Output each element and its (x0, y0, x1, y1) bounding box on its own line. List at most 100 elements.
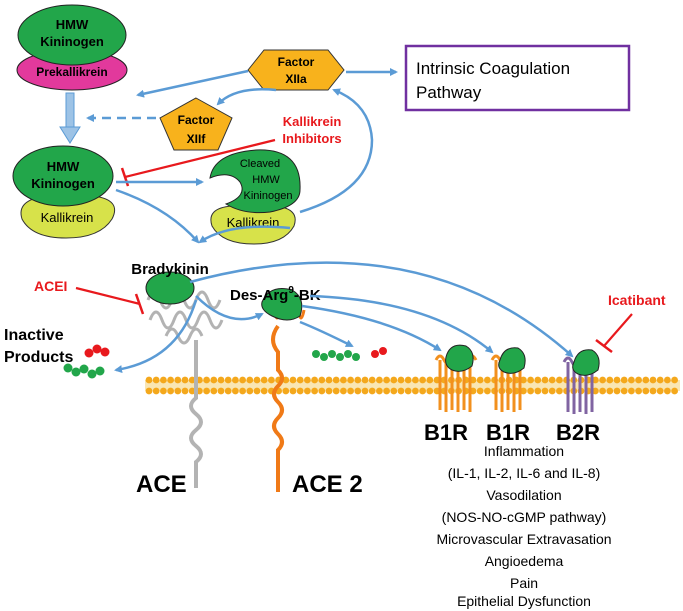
lipid-head (628, 387, 635, 395)
factor-xiia-line1: Factor (278, 55, 315, 69)
lipid-head (304, 387, 311, 395)
cell-membrane (145, 376, 680, 395)
lipid-head (347, 376, 354, 384)
lipid-head (347, 387, 354, 395)
intrinsic-pathway-line2: Pathway (416, 83, 482, 102)
lipid-head (656, 387, 664, 395)
lipid-head (246, 387, 254, 395)
lipid-head (383, 387, 390, 395)
lipid-head (419, 376, 426, 384)
lipid-head (332, 387, 340, 395)
lipid-head (390, 387, 398, 395)
lipid-head (649, 376, 657, 384)
lipid-head (397, 387, 405, 395)
lipid-head (145, 376, 153, 384)
lipid-head (476, 376, 484, 384)
bradykinin-label: Bradykinin (131, 261, 209, 278)
effect-item: (NOS-NO-cGMP pathway) (442, 509, 607, 525)
lipid-head (340, 387, 347, 395)
inactive-products-line1: Inactive (4, 327, 64, 344)
arrow-ace2-to-fragments (299, 320, 354, 348)
lipid-head (311, 376, 318, 384)
factor-xiif-pentagon (159, 97, 233, 151)
acei-inhibitor: ACEI (34, 278, 145, 315)
effects-list: Inflammation (IL-1, IL-2, IL-6 and IL-8)… (436, 443, 611, 609)
b1r-receptor-first (434, 344, 478, 412)
membrane-core (145, 380, 680, 391)
lipid-head (613, 387, 621, 395)
lipid-head (188, 387, 196, 395)
lipid-head (289, 387, 297, 395)
lipid-head (426, 387, 434, 395)
hmw-kininogen-mid-line2: Kininogen (31, 176, 95, 191)
b1r-receptor-second (490, 347, 526, 412)
cleaved-kininogen-shape (209, 149, 301, 214)
b2r-label: B2R (556, 420, 600, 445)
lipid-head (548, 376, 556, 384)
inactive-green-dot (71, 367, 81, 377)
arrow-kallikrein-feedback-to-xiia (299, 88, 374, 214)
effect-item: (IL-1, IL-2, IL-6 and IL-8) (448, 465, 601, 481)
inactive-green-dot (87, 369, 97, 379)
lipid-head (599, 376, 606, 384)
ace-label: ACE (136, 471, 187, 498)
intrinsic-pathway-line1: Intrinsic Coagulation (416, 59, 570, 78)
lipid-head (376, 387, 383, 395)
factor-xiif-line2: XIIf (187, 132, 207, 146)
ace-extracellular-loops-2 (148, 310, 224, 330)
b2r-ligand (572, 349, 600, 376)
arrow-bradykinin-to-b2r (189, 261, 574, 358)
lipid-head (188, 376, 196, 384)
lipid-head (541, 387, 549, 395)
lipid-head (484, 387, 491, 395)
lipid-head (174, 376, 182, 384)
lipid-head (145, 387, 153, 395)
kallikrein-inhibitor-line (124, 138, 276, 179)
b1r-first-ligand (445, 344, 474, 372)
kallikrein-left-label: Kallikrein (41, 210, 94, 225)
b2r-helices (566, 362, 594, 414)
lipid-head (520, 387, 527, 395)
lipid-head (635, 376, 642, 384)
lipid-head (217, 387, 225, 395)
intrinsic-pathway-border (404, 44, 631, 112)
inactive-green-dot (63, 363, 73, 373)
lipid-head (167, 376, 175, 384)
lipid-head (606, 387, 614, 395)
factor-xiia-line2: XIIa (285, 72, 307, 86)
lipid-head (361, 387, 369, 395)
lipid-head (520, 376, 527, 384)
fragment-red-dot (371, 350, 379, 358)
lipid-head (260, 376, 268, 384)
acei-label: ACEI (34, 278, 67, 294)
activation-arrows (86, 68, 398, 244)
lipid-head (318, 387, 326, 395)
fragment-green-dot (352, 353, 360, 361)
kallikrein-inhibitors-line2: Inhibitors (282, 131, 341, 146)
lipid-head (419, 387, 426, 395)
hmw-kininogen-top-line1: HMW (56, 17, 89, 32)
acei-inhibitor-bar (134, 293, 145, 315)
fragment-green-dot (320, 353, 328, 361)
conversion-arrow-shaft (65, 92, 75, 128)
lipid-head (167, 387, 175, 395)
lipid-head (354, 387, 362, 395)
acei-inhibitor-line (75, 286, 141, 306)
des-arg-bk-suffix: -BK (294, 287, 321, 304)
lipid-head (426, 376, 434, 384)
lipid-head (232, 376, 239, 384)
effect-item: Vasodilation (486, 487, 561, 503)
fragment-red-dot (379, 347, 387, 355)
lipid-head (232, 387, 239, 395)
ace-stalk (189, 340, 203, 488)
b2r-receptor (562, 349, 600, 414)
lipid-head (224, 387, 232, 395)
icatibant-inhibitor-bar (595, 339, 613, 353)
effect-item: Angioedema (485, 553, 564, 569)
lipid-head (296, 387, 304, 395)
kallikrein-inhibitors: Kallikrein Inhibitors (120, 114, 342, 187)
lipid-head (527, 387, 534, 395)
hmw-kininogen-prekallikrein-complex: HMW Kininogen Prekallikrein (16, 4, 128, 91)
lipid-head (203, 387, 211, 395)
